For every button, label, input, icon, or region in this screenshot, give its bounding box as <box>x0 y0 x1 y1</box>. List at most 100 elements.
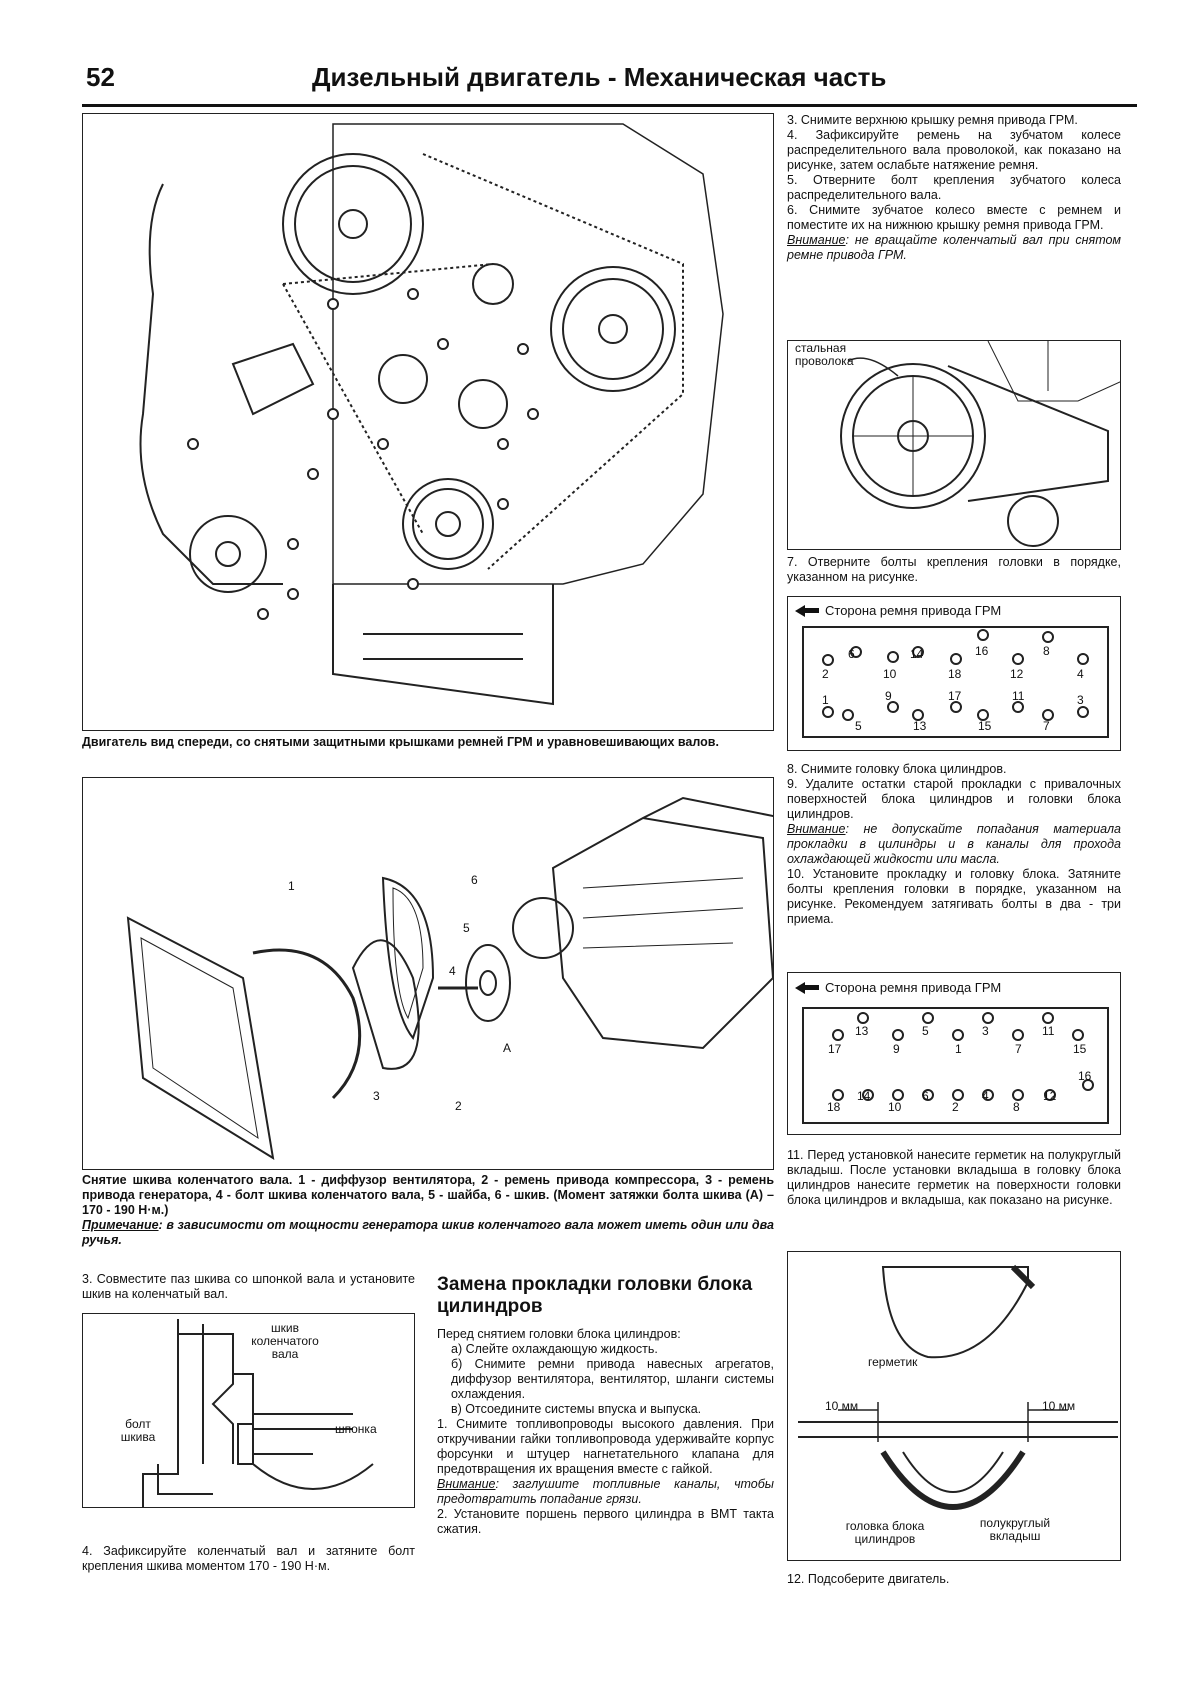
right-step-5: 5. Отверните болт крепления зубчатого ко… <box>787 173 1121 202</box>
bolt-num: 11 <box>1042 1024 1055 1038</box>
right-top-text: 3. Снимите верхнюю крышку ремня привода … <box>787 113 1121 263</box>
right-step-12: 12. Подсоберите двигатель. <box>787 1572 950 1586</box>
bolt-num: 18 <box>948 667 962 681</box>
wire-figure <box>787 340 1121 550</box>
bolt-num: 8 <box>1013 1100 1020 1114</box>
pulley-label-5: 5 <box>463 921 470 935</box>
pulley-caption-text: Снятие шкива коленчатого вала. 1 - диффу… <box>82 1173 774 1217</box>
pulley-section-label: шкив коленчатого вала <box>251 1321 319 1361</box>
bolt-num: 4 <box>1077 667 1084 681</box>
key-section-label: шпонка <box>335 1422 377 1436</box>
right-warn2-text: : не допускайте попадания материала прок… <box>787 822 1121 866</box>
pulley-label-3: 3 <box>373 1089 380 1103</box>
middle-intro: Перед снятием головки блока цилиндров: <box>437 1327 681 1341</box>
camshaft-wire-drawing <box>840 341 1120 547</box>
bolt-num: 1 <box>822 693 829 707</box>
pulley-section-drawing <box>142 1319 374 1507</box>
pulley-figure <box>82 777 774 1170</box>
bolt-num: 9 <box>893 1042 900 1056</box>
middle-warn-text: : заглушите топливные каналы, чтобы пред… <box>437 1477 774 1506</box>
pulley-caption: Снятие шкива коленчатого вала. 1 - диффу… <box>82 1173 774 1248</box>
bolt-num: 15 <box>1073 1042 1087 1056</box>
middle-step-1: 1. Снимите топливопроводы высокого давле… <box>437 1417 774 1476</box>
pulley-exploded-drawing <box>126 796 773 1161</box>
bolt-num: 2 <box>822 667 829 681</box>
arrow-left-icon <box>795 604 805 617</box>
bolt-num: 18 <box>827 1100 841 1114</box>
bolt-num: 4 <box>982 1089 989 1103</box>
bolt-num: 14 <box>910 647 924 661</box>
middle-warn-label: Внимание <box>437 1477 496 1491</box>
pulley-label-6: 6 <box>471 873 478 887</box>
right-step-6: 6. Снимите зубчатое колесо вместе с ремн… <box>787 203 1121 232</box>
left-step-3: 3. Совместите паз шкива со шпонкой вала … <box>82 1272 415 1301</box>
right-step-4: 4. Зафиксируйте ремень на зубчатом колес… <box>787 128 1121 172</box>
tighten-order-figure <box>787 972 1121 1135</box>
bolt-num: 10 <box>883 667 897 681</box>
middle-step-2: 2. Установите поршень первого цилиндра в… <box>437 1507 774 1536</box>
tighten-side-arrow: Сторона ремня привода ГРМ <box>795 980 1001 995</box>
page-title: Дизельный двигатель - Механическая часть <box>312 62 887 92</box>
engine-front-drawing <box>139 123 724 706</box>
bolt-num: 6 <box>848 647 855 661</box>
right-step-7: 7. Отверните болты крепления головки в п… <box>787 555 1121 584</box>
insert-label: полукруглый вкладыш <box>979 1516 1051 1543</box>
pulley-label-4: 4 <box>449 964 456 978</box>
loosen-side-arrow: Сторона ремня привода ГРМ <box>795 603 1001 618</box>
bolt-num: 6 <box>922 1089 929 1103</box>
head-outline-loosen <box>802 626 1109 738</box>
loosen-side-label: Сторона ремня привода ГРМ <box>825 603 1002 618</box>
right-warn1-text: : не вращайте коленчатый вал при снятом … <box>787 233 1121 262</box>
bolt-num: 1 <box>955 1042 962 1056</box>
right-step-11: 11. Перед установкой нанесите герметик н… <box>787 1148 1121 1207</box>
section-title: Замена прокладки головки блока цилиндров <box>437 1274 753 1317</box>
pulley-label-2: 2 <box>455 1099 462 1113</box>
bolt-num: 8 <box>1043 644 1050 658</box>
middle-step-c: в) Отсоедините системы впуска и выпуска. <box>451 1402 702 1416</box>
right-warn2-label: Внимание <box>787 822 846 836</box>
bolt-num: 7 <box>1015 1042 1022 1056</box>
loosen-order-figure <box>787 596 1121 751</box>
bolt-num: 7 <box>1043 719 1050 733</box>
pulley-note-label: Примечание <box>82 1218 159 1232</box>
bolt-num: 15 <box>978 719 992 733</box>
bolt-num: 10 <box>888 1100 902 1114</box>
sealant-label: герметик <box>868 1355 918 1369</box>
wire-label: стальная проволока <box>795 341 854 368</box>
pulley-section-figure <box>82 1313 415 1508</box>
pulley-label-a: A <box>503 1041 512 1055</box>
bolt-num: 16 <box>1078 1069 1092 1083</box>
left-step-4: 4. Зафиксируйте коленчатый вал и затянит… <box>82 1544 415 1573</box>
sealant-figure <box>787 1251 1121 1561</box>
bolt-num: 5 <box>922 1024 929 1038</box>
bolt-num: 3 <box>1077 693 1084 707</box>
pulley-note-text: : в зависимости от мощности генератора ш… <box>82 1218 774 1247</box>
engine-front-figure <box>82 113 774 731</box>
pulley-label-1: 1 <box>288 879 295 893</box>
right-mid-text: 8. Снимите головку блока цилиндров. 9. У… <box>787 762 1121 927</box>
engine-front-caption: Двигатель вид спереди, со снятыми защитн… <box>82 735 719 749</box>
bolt-num: 12 <box>1043 1089 1057 1103</box>
bolt-num: 3 <box>982 1024 989 1038</box>
middle-text: Перед снятием головки блока цилиндров: а… <box>437 1327 774 1537</box>
bolt-num: 17 <box>948 689 962 703</box>
head-label: головка блока цилиндров <box>845 1519 925 1546</box>
tighten-side-label: Сторона ремня привода ГРМ <box>825 980 1002 995</box>
header-rule <box>82 104 1137 107</box>
mm-right-label: 10 мм <box>1042 1399 1076 1413</box>
arrow-left-icon <box>795 981 805 994</box>
right-step-10: 10. Установите прокладку и головку блока… <box>787 867 1121 926</box>
right-step-3: 3. Снимите верхнюю крышку ремня привода … <box>787 113 1078 127</box>
bolt-num: 14 <box>857 1089 871 1103</box>
bolt-section-label: болт шкива <box>120 1417 156 1444</box>
bolt-num: 9 <box>885 689 892 703</box>
bolt-num: 11 <box>1012 689 1025 703</box>
right-step-8: 8. Снимите головку блока цилиндров. <box>787 762 1007 776</box>
mm-left-label: 10 мм <box>825 1399 859 1413</box>
bolt-num: 13 <box>913 719 927 733</box>
sealant-drawing <box>798 1264 1118 1510</box>
bolt-num: 2 <box>952 1100 959 1114</box>
bolt-num: 13 <box>855 1024 869 1038</box>
page-number: 52 <box>86 62 115 92</box>
bolt-num: 16 <box>975 644 989 658</box>
